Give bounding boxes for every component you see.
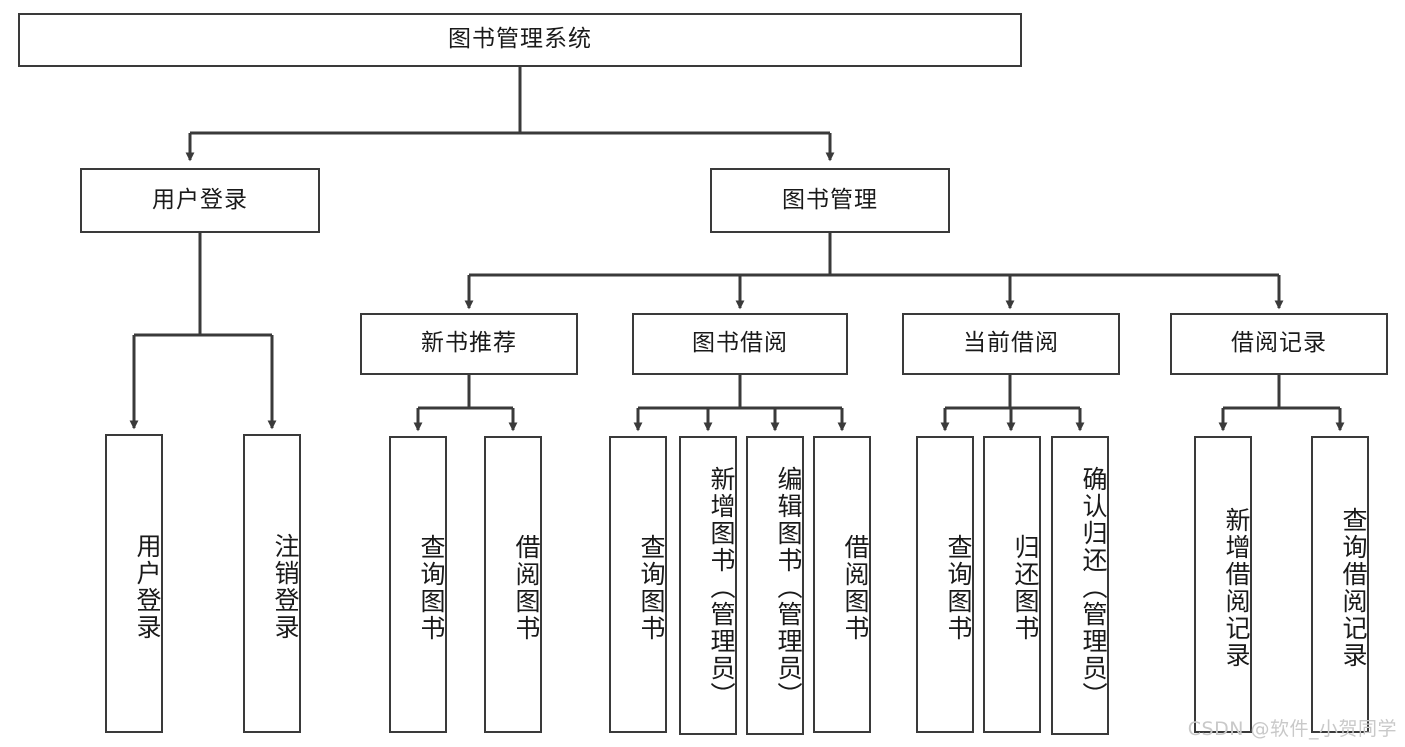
- node-user-login[interactable]: 用户登录: [80, 168, 320, 233]
- node-new-book-recommendation[interactable]: 新书推荐: [360, 313, 578, 375]
- node-label: 借阅记录: [1231, 330, 1327, 357]
- node-label: 新书推荐: [421, 330, 517, 357]
- node-borrow-records[interactable]: 借阅记录: [1170, 313, 1388, 375]
- node-label: 图书管理: [782, 186, 878, 213]
- node-label: 新增借阅记录: [1222, 506, 1251, 669]
- node-leaf-borrow-book-recommendation[interactable]: 借阅图书: [484, 436, 542, 733]
- node-book-management[interactable]: 图书管理: [710, 168, 950, 233]
- node-label: 当前借阅: [963, 330, 1059, 357]
- node-book-borrowing[interactable]: 图书借阅: [632, 313, 848, 375]
- node-label: 借阅图书: [841, 533, 870, 642]
- node-label: 图书管理系统: [448, 26, 592, 53]
- node-label: 查询借阅记录: [1339, 506, 1368, 669]
- node-label: 注销登录: [271, 532, 300, 641]
- node-leaf-edit-book-admin[interactable]: 编辑图书（管理员）: [746, 436, 804, 735]
- node-label: 借阅图书: [512, 533, 541, 642]
- node-leaf-user-login[interactable]: 用户登录: [105, 434, 163, 733]
- node-root-system[interactable]: 图书管理系统: [18, 13, 1022, 67]
- node-leaf-query-borrow-record[interactable]: 查询借阅记录: [1311, 436, 1369, 733]
- node-leaf-return-book[interactable]: 归还图书: [983, 436, 1041, 733]
- node-label: 查询图书: [637, 533, 666, 642]
- node-label: 用户登录: [152, 186, 248, 213]
- node-leaf-query-book-current[interactable]: 查询图书: [916, 436, 974, 733]
- node-label: 用户登录: [133, 532, 162, 641]
- node-current-borrowing[interactable]: 当前借阅: [902, 313, 1120, 375]
- node-label: 查询图书: [944, 533, 973, 642]
- node-label: 图书借阅: [692, 330, 788, 357]
- node-leaf-add-book-admin[interactable]: 新增图书（管理员）: [679, 436, 737, 735]
- node-label: 归还图书: [1011, 533, 1040, 642]
- node-leaf-add-borrow-record[interactable]: 新增借阅记录: [1194, 436, 1252, 733]
- node-label: 新增图书（管理员）: [707, 466, 736, 709]
- node-label: 编辑图书（管理员）: [774, 466, 803, 709]
- node-label: 查询图书: [417, 533, 446, 642]
- node-leaf-confirm-return-admin[interactable]: 确认归还（管理员）: [1051, 436, 1109, 735]
- node-leaf-query-book-recommendation[interactable]: 查询图书: [389, 436, 447, 733]
- node-leaf-query-book-borrowing[interactable]: 查询图书: [609, 436, 667, 733]
- node-label: 确认归还（管理员）: [1079, 466, 1108, 709]
- node-leaf-borrow-book-borrowing[interactable]: 借阅图书: [813, 436, 871, 733]
- node-leaf-logout[interactable]: 注销登录: [243, 434, 301, 733]
